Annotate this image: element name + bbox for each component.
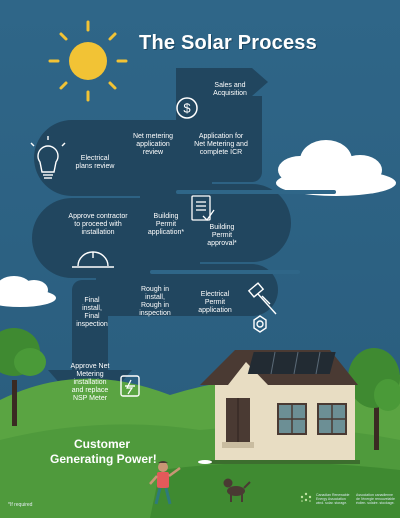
sun-icon [48,20,128,102]
tree-icon [348,348,400,450]
step-elec-permit: Electrical Permit application [198,291,232,315]
house-icon [200,350,360,464]
cloud-icon [276,140,396,196]
step-approve-net: Approve Net Metering installation and re… [70,363,110,403]
step-elec-plans: Electrical plans review [75,155,115,171]
step-net-review: Net metering application review [132,133,174,157]
tree-icon [0,328,46,426]
meter-icon [120,375,140,397]
page-title: The Solar Process [139,32,317,54]
frisbee-icon [198,460,212,464]
step-app-net: Application for Net Metering and complet… [194,133,248,157]
final-text: Customer Generating Power! [50,437,157,466]
nut-icon [253,315,267,333]
person-icon [149,461,181,505]
step-building-app: Building Permit application* [147,213,185,237]
lightbulb-icon [30,136,66,179]
required-note: *If required [8,502,33,508]
hardhat-icon [72,251,114,268]
svg-text:$: $ [183,101,191,116]
document-icon [191,195,215,222]
step-building-approval: Building Permit approval* [207,224,237,248]
logo-text-fr: Association canadienne de l'énergie reno… [356,493,396,506]
step-approve-contractor: Approve contractor to proceed with insta… [68,213,128,237]
dog-icon [223,478,251,502]
dollar-icon: $ [176,97,198,119]
cloud-icon [0,276,56,307]
step-sales: Sales and Acquisition [213,82,247,98]
screw-icon [247,282,277,315]
step-rough-in: Rough in install, Rough in inspection [139,286,171,318]
process-path [32,68,336,418]
step-final-install: Final install, Final inspection [76,297,108,329]
logo-icon [300,492,312,502]
logo-text-en: Canadian Renewable Energy Association wi… [316,493,350,506]
